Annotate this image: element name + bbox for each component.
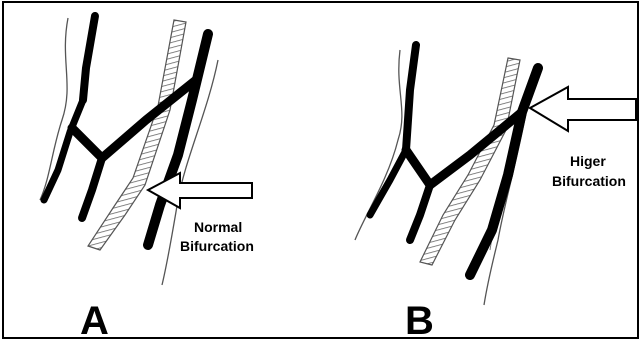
panel-a-letter: A [80, 299, 109, 341]
panel-b-letter: B [405, 299, 434, 341]
panel-b-caption-line2: Bifurcation [552, 173, 626, 189]
panel-a-caption-line1: Normal [194, 219, 242, 235]
panel-a-caption-line2: Bifurcation [180, 238, 254, 254]
panel-b-caption-line1: Higer [570, 153, 606, 169]
